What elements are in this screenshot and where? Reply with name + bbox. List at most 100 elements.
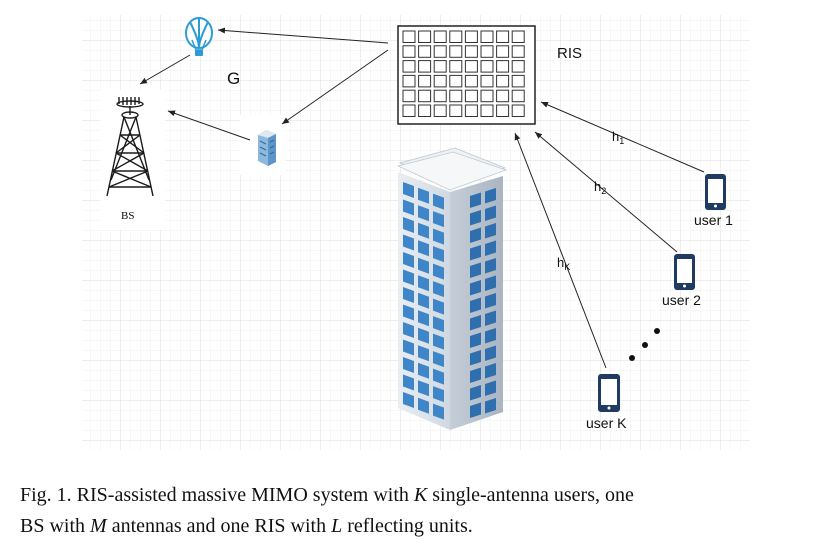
ris-element <box>496 74 510 88</box>
ris-element <box>511 104 525 117</box>
link-ris-building <box>281 49 389 125</box>
ris-element <box>433 60 447 73</box>
building-window <box>485 205 496 221</box>
ris-element <box>480 74 494 88</box>
ris-element <box>433 89 447 103</box>
building-window <box>418 380 429 397</box>
links <box>139 27 705 369</box>
building-window <box>418 345 429 362</box>
ris-element <box>402 89 416 103</box>
building-window <box>403 322 414 338</box>
ris-element <box>449 74 463 88</box>
ris-element <box>496 89 510 103</box>
building-window <box>433 281 444 298</box>
building-window <box>403 182 414 198</box>
building-window <box>485 380 496 396</box>
building-window <box>403 304 414 321</box>
building-window <box>418 397 429 414</box>
building-window <box>485 258 496 274</box>
ris-element <box>402 30 416 43</box>
building-window <box>470 227 481 243</box>
building-window <box>418 327 429 344</box>
building-windows <box>403 182 496 420</box>
building-window <box>418 310 429 327</box>
ris-element <box>480 30 494 43</box>
ris-element <box>418 74 432 88</box>
link-userk-ris <box>514 132 607 369</box>
ris-element <box>511 74 525 88</box>
building-window <box>485 328 496 344</box>
user-label-1: user 1 <box>694 212 733 228</box>
ris-element <box>511 89 525 103</box>
building-window <box>433 351 444 368</box>
building-window <box>470 315 481 331</box>
ris-element <box>480 45 494 58</box>
building-window <box>433 316 444 333</box>
ris-element <box>449 104 463 117</box>
building-window <box>433 333 444 350</box>
link-balloon-bs <box>139 54 191 85</box>
ris-element <box>402 104 416 117</box>
bs-label: BS <box>121 210 134 222</box>
ris-element <box>511 30 525 43</box>
phone-icon-user-2 <box>674 254 695 290</box>
channel-label-hk: hK <box>557 255 570 272</box>
building-window <box>418 257 429 274</box>
building-window <box>470 192 481 208</box>
building-window <box>470 280 481 296</box>
ris-element <box>418 60 432 73</box>
building-window <box>403 234 414 251</box>
building-window <box>470 402 481 418</box>
ris-element <box>464 45 478 58</box>
ris-element <box>511 45 525 58</box>
ris-element <box>402 74 416 88</box>
ris-element <box>464 74 478 88</box>
building-window <box>403 357 414 373</box>
ris-element <box>449 60 463 73</box>
ris-element <box>464 104 478 117</box>
small-building-icon <box>258 130 276 166</box>
building-window <box>485 293 496 309</box>
building-window <box>418 187 429 204</box>
building-window <box>470 210 481 226</box>
building-window <box>403 199 414 216</box>
building-window <box>403 339 414 356</box>
building-window <box>403 217 414 233</box>
ris-panel <box>397 25 536 125</box>
building-window <box>470 297 481 313</box>
building-window <box>433 193 444 210</box>
building-window <box>418 292 429 309</box>
channel-label-h1: h1 <box>612 129 624 146</box>
ris-element <box>464 30 478 43</box>
bs-tower-icon <box>106 97 154 197</box>
tall-building-icon <box>396 147 508 430</box>
ris-element <box>511 60 525 73</box>
ris-element <box>402 60 416 73</box>
g-label: G <box>227 69 240 88</box>
ris-element <box>433 45 447 58</box>
ris-element <box>433 30 447 43</box>
building-window <box>418 205 429 222</box>
ris-element <box>418 89 432 103</box>
ris-element <box>496 104 510 117</box>
ris-element <box>496 60 510 73</box>
building-window <box>403 287 414 303</box>
building-window <box>470 385 481 401</box>
building-window <box>433 211 444 228</box>
building-window <box>433 298 444 315</box>
ris-element <box>449 45 463 58</box>
ris-element <box>433 74 447 88</box>
phone-icon-user-k <box>598 374 620 412</box>
ris-element <box>418 45 432 58</box>
ellipsis-dots <box>629 328 660 361</box>
ris-element <box>402 45 416 58</box>
building-window <box>433 246 444 263</box>
channel-label-h2: h2 <box>594 179 606 196</box>
building-window <box>485 363 496 379</box>
phone-icon-user-1 <box>705 174 726 210</box>
ris-label: RIS <box>557 45 582 62</box>
ris-element <box>464 60 478 73</box>
building-window <box>485 240 496 256</box>
ris-elements <box>402 30 525 117</box>
building-window <box>485 310 496 326</box>
